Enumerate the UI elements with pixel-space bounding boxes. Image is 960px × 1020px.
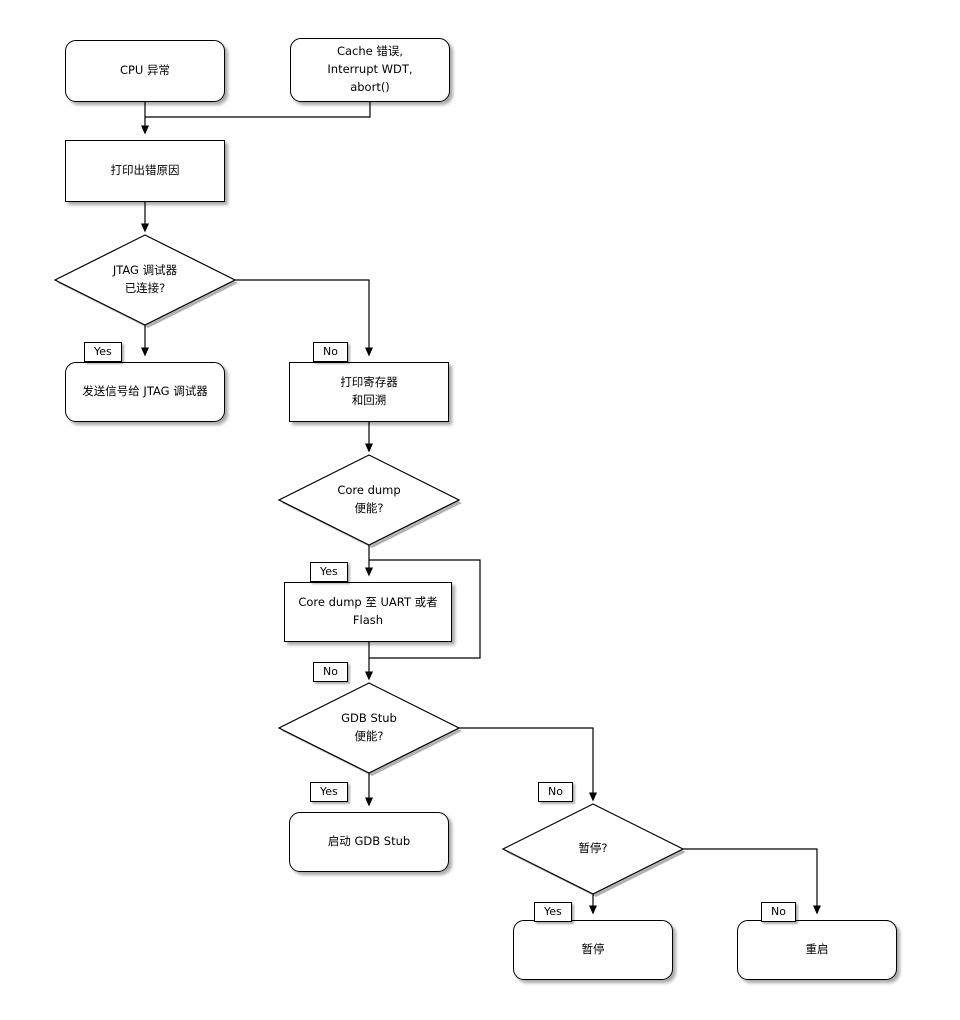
node-gdbstub-enabled[interactable]: GDB Stub 便能? (277, 682, 462, 776)
edge-jtag-no (235, 279, 373, 357)
node-label: 重启 (805, 942, 829, 957)
edge-label-halt-yes: Yes (534, 902, 572, 922)
diamond-outline (277, 454, 461, 546)
node-label: Cache 错误, Interrupt WDT, abort() (327, 44, 413, 94)
edge-cd-no-bypass (369, 559, 481, 659)
node-label: 打印寄存器 和回溯 (340, 375, 398, 407)
node-reboot[interactable]: 重启 (737, 920, 897, 980)
node-print-error-reason[interactable]: 打印出错原因 (65, 140, 225, 202)
node-coredump-enabled[interactable]: Core dump 便能? (277, 454, 462, 548)
node-label: 发送信号给 JTAG 调试器 (82, 384, 208, 399)
edge-gdb-no (459, 727, 597, 802)
diamond-outline (277, 682, 461, 774)
node-label: 暂停 (581, 942, 605, 957)
edge-label-jtag-no: No (313, 342, 348, 362)
node-cpu-exception[interactable]: CPU 异常 (65, 40, 225, 102)
node-label: CPU 异常 (119, 63, 171, 78)
diamond-outline (53, 234, 237, 326)
node-print-registers[interactable]: 打印寄存器 和回溯 (289, 362, 449, 422)
node-jtag-connected[interactable]: JTAG 调试器 已连接? (53, 234, 238, 328)
edge-label-coredump-yes: Yes (310, 562, 348, 582)
edge-label-gdbstub-no: No (538, 782, 573, 802)
connector-paths (141, 102, 821, 915)
node-label: 启动 GDB Stub (327, 834, 411, 849)
node-start-gdbstub[interactable]: 启动 GDB Stub (289, 812, 449, 872)
edge-label-halt-no: No (761, 902, 796, 922)
edge-label-jtag-yes: Yes (84, 342, 122, 362)
node-halt-decision[interactable]: 暂停? (501, 803, 686, 897)
node-halt[interactable]: 暂停 (513, 920, 673, 980)
edge-label-coredump-no: No (313, 662, 348, 682)
diamond-outline (501, 803, 685, 895)
node-coredump-output[interactable]: Core dump 至 UART 或者 Flash (284, 582, 452, 642)
edge-halt-no (683, 848, 821, 915)
node-signal-jtag[interactable]: 发送信号给 JTAG 调试器 (65, 362, 225, 422)
node-label: Core dump 至 UART 或者 Flash (298, 595, 438, 627)
node-label: 打印出错原因 (110, 163, 180, 178)
edge-cache-to-print (145, 102, 371, 118)
edge-label-gdbstub-yes: Yes (310, 782, 348, 802)
node-cache-error[interactable]: Cache 错误, Interrupt WDT, abort() (290, 38, 450, 102)
